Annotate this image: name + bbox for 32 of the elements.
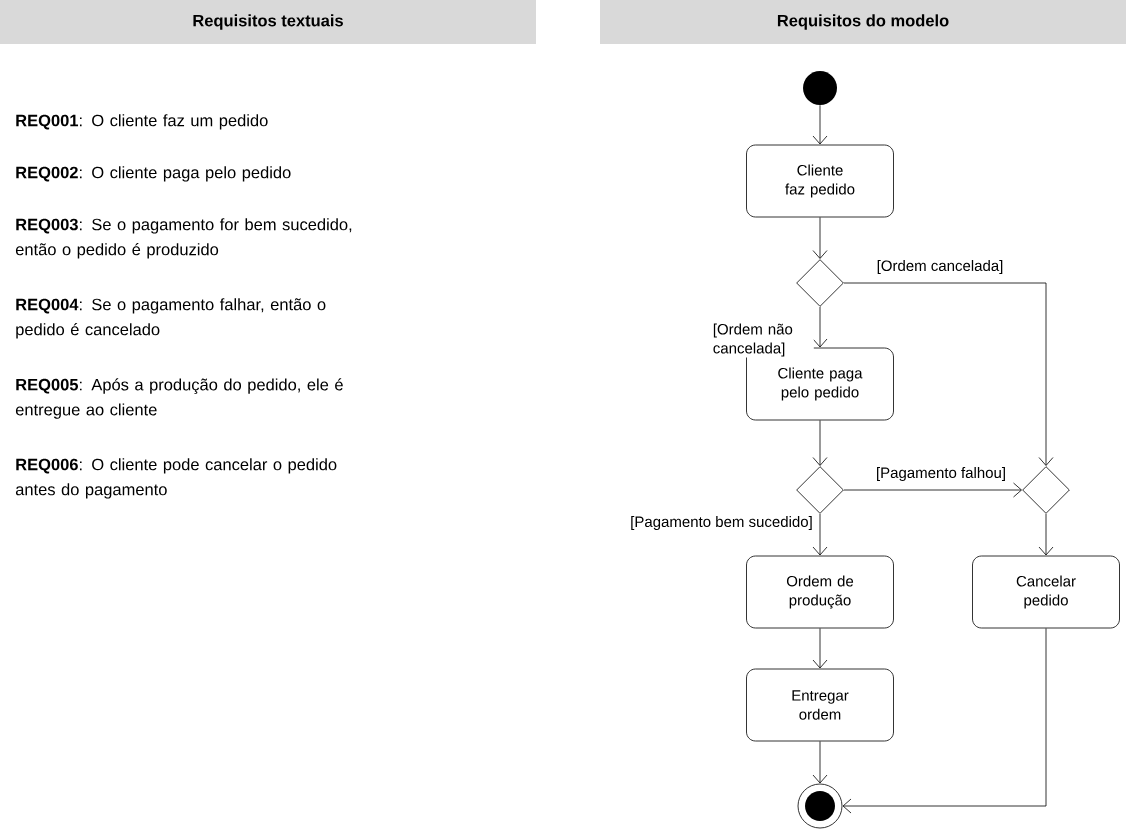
arrow bbox=[842, 628, 1047, 814]
activity-box: Cliente faz pedido bbox=[746, 144, 894, 218]
activity-box: Ordem de produção bbox=[746, 555, 894, 629]
requirement-text: REQ004: Se o pagamento falhar, então o pedido é cancelado bbox=[16, 298, 326, 339]
arrow bbox=[812, 628, 828, 669]
requirement-text: REQ002: O cliente paga pelo pedido bbox=[16, 166, 291, 182]
final-node bbox=[797, 783, 843, 829]
decision-diamond bbox=[796, 259, 844, 307]
requirement-text: REQ003: Se o pagamento for bem sucedido, então o pedido é produzido bbox=[15, 218, 352, 259]
arrow bbox=[843, 482, 1022, 498]
activity-box: Cancelar pedido bbox=[972, 555, 1120, 629]
activity-box: Entregar ordem bbox=[746, 668, 894, 742]
arrow bbox=[812, 513, 828, 556]
decision-diamond bbox=[796, 466, 844, 514]
edge-label: [Pagamento falhou] bbox=[874, 466, 1008, 482]
arrow bbox=[812, 420, 828, 466]
header-band: Requisitos textuais bbox=[0, 0, 536, 44]
arrow bbox=[812, 306, 828, 348]
arrow bbox=[843, 282, 1054, 466]
requirement-text: REQ001: O cliente faz um pedido bbox=[16, 114, 268, 130]
requirement-text: REQ005: Após a produção do pedido, ele é entregue ao cliente bbox=[15, 378, 343, 419]
edge-label: [Pagamento bem sucedido] bbox=[629, 515, 814, 531]
arrow bbox=[812, 741, 828, 784]
arrow bbox=[812, 217, 828, 259]
arrow bbox=[812, 104, 828, 145]
arrow bbox=[1038, 513, 1054, 556]
requirement-text: REQ006: O cliente pode cancelar o pedido antes do pagamento bbox=[15, 458, 337, 499]
initial-node bbox=[803, 71, 837, 105]
header-band: Requisitos do modelo bbox=[600, 0, 1126, 44]
decision-diamond bbox=[1022, 466, 1070, 514]
edge-label: [Ordem cancelada] bbox=[875, 259, 1005, 275]
edge-label: [Ordem não cancelada] bbox=[711, 322, 814, 358]
